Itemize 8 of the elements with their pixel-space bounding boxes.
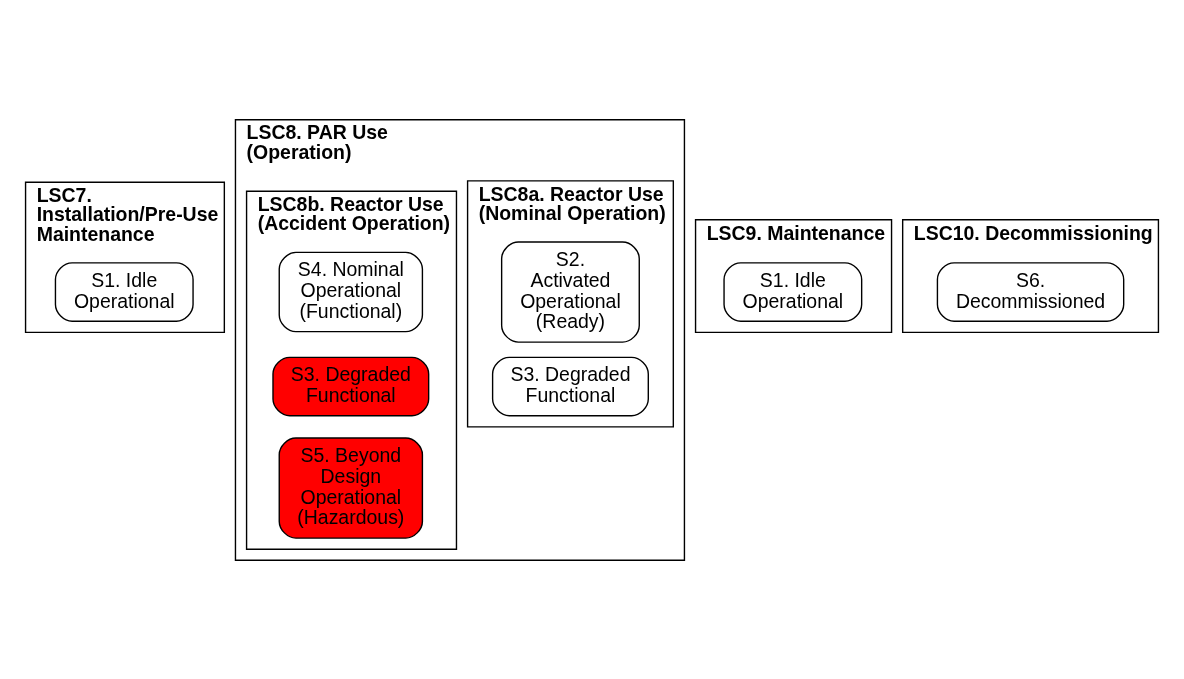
node-box: S1. Idle Operational [54,261,194,322]
node-box: S3. Degraded Functional [491,356,649,416]
node-box: S4. Nominal Operational (Functional) [278,251,424,332]
node-box: S3. Degraded Functional [272,356,430,416]
node-box: S1. Idle Operational [723,261,863,322]
node-box: S2. Activated Operational (Ready) [500,240,640,343]
node-box: S6. Decommissioned [936,261,1125,322]
node-box: S5. Beyond Design Operational (Hazardous) [278,436,424,539]
